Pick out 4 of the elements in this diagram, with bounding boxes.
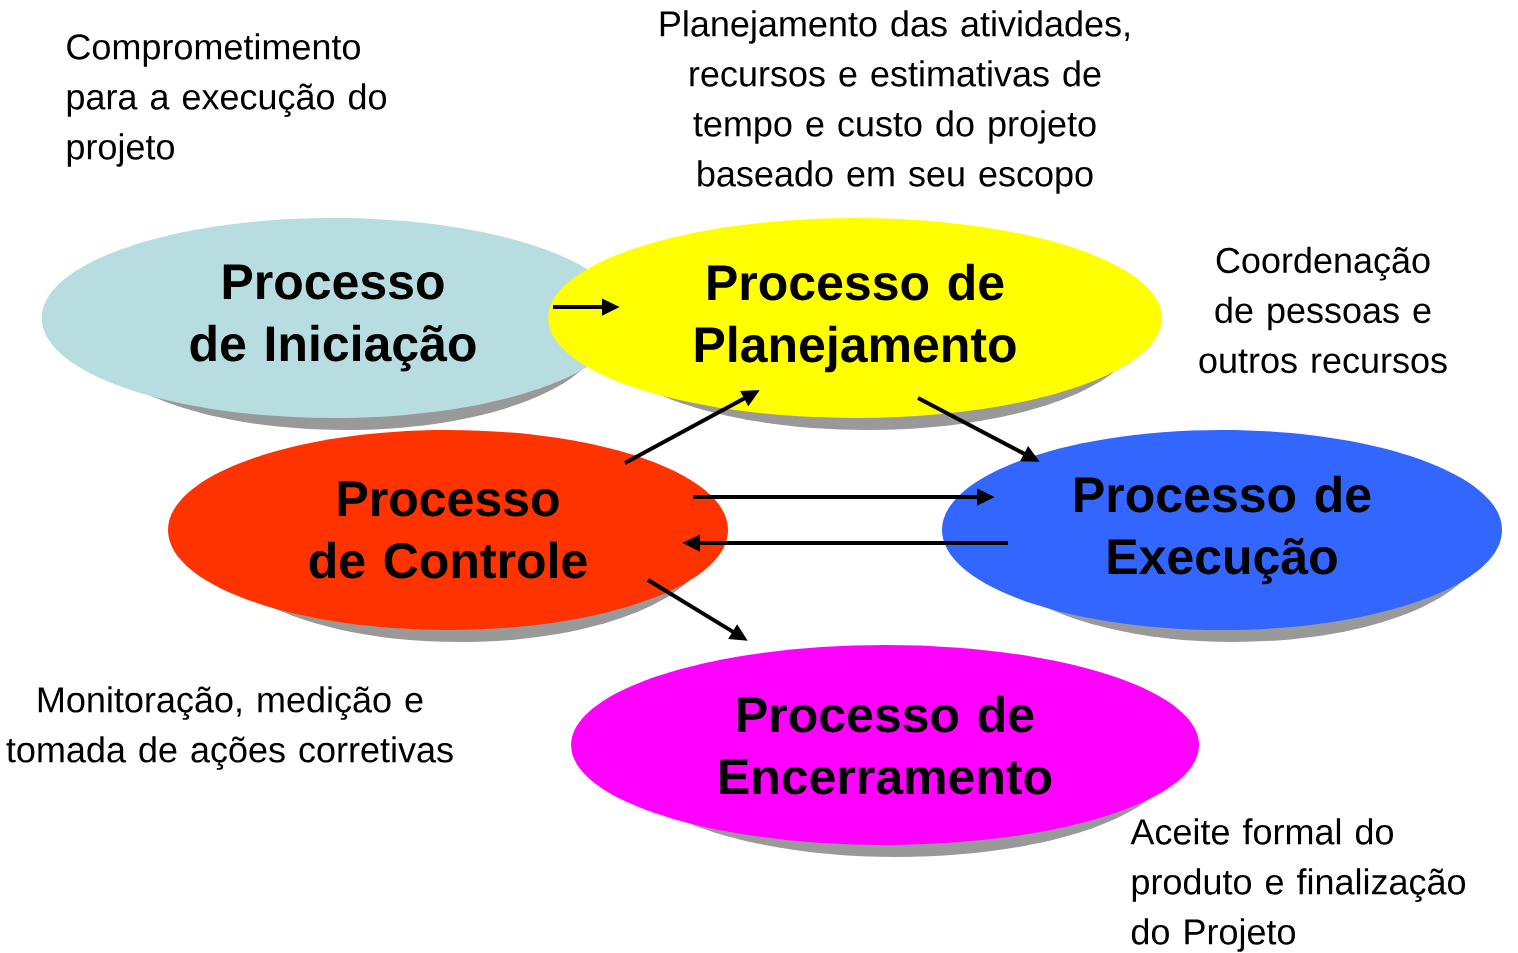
caption-text: Planejamento das atividades, recursos e estimativas de tempo e custo do projeto baseado em seu escopo — [660, 10, 1129, 194]
caption-text: Comprometimento para a execução do projeto — [67, 33, 386, 167]
caption-text: Monitoração, medição e tomada de ações corretivas — [6, 686, 453, 770]
caption-text: Coordenação de pessoas e outros recursos — [1199, 246, 1447, 374]
